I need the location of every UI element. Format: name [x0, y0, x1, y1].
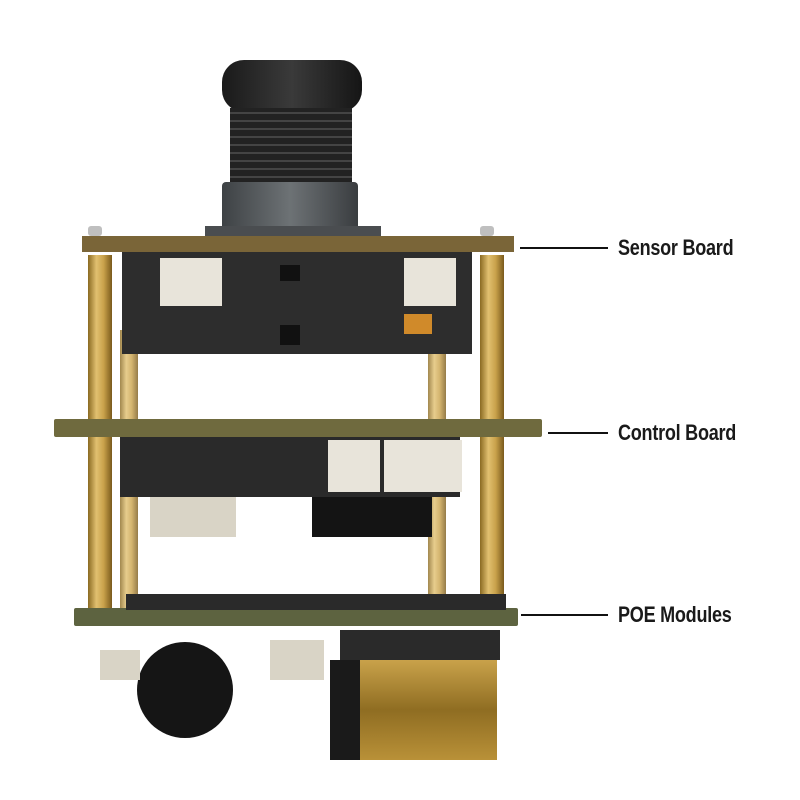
label-poe-modules: POE Modules [618, 602, 732, 627]
poe-modules-board [74, 594, 518, 760]
callout-poe-modules: POE Modules [521, 601, 757, 629]
lens [205, 60, 381, 240]
leader-line [520, 247, 608, 249]
label-sensor-board: Sensor Board [618, 235, 734, 260]
control-board [54, 419, 542, 537]
callout-sensor-board: Sensor Board [520, 234, 759, 262]
leader-line [521, 614, 608, 616]
leader-line [548, 432, 608, 434]
label-control-board: Control Board [618, 420, 737, 445]
sensor-board [82, 226, 514, 354]
callout-control-board: Control Board [548, 419, 762, 447]
